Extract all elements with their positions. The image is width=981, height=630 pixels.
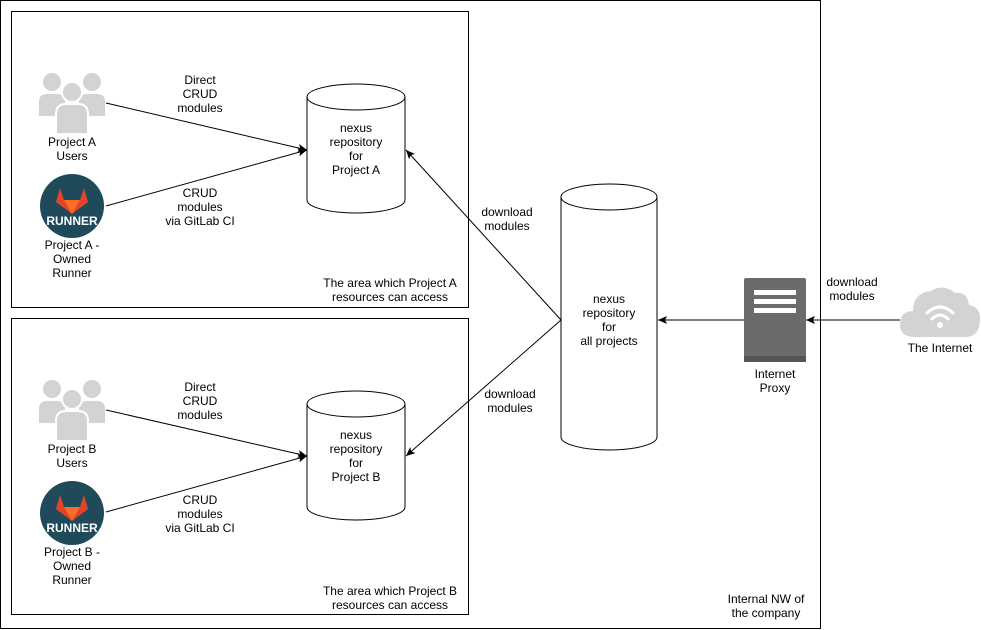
internet-proxy-label: Internet Proxy <box>754 367 796 395</box>
central-repo-cylinder <box>560 183 658 451</box>
project-b-direct-crud-label: Direct CRUD modules <box>177 380 223 422</box>
edge-central-to-b <box>405 319 562 457</box>
edge-a-runner-to-repo <box>105 148 308 207</box>
project-a-area-caption: The area which Project A resources can a… <box>323 276 457 304</box>
internal-network-boundary <box>0 0 821 629</box>
runner-badge-text: RUNNER <box>46 521 98 535</box>
project-a-repo-label: nexus repository for Project A <box>329 121 383 177</box>
edge-central-to-a <box>405 149 562 321</box>
users-group-icon <box>39 380 105 441</box>
server-icon <box>744 278 806 362</box>
gitlab-runner-icon: RUNNER <box>40 174 104 238</box>
project-b-area <box>11 318 469 615</box>
project-a-direct-crud-label: Direct CRUD modules <box>177 73 223 115</box>
project-b-area-caption: The area which Project B resources can a… <box>322 584 458 612</box>
wifi-cloud-icon <box>899 287 981 337</box>
download-to-a-label: download modules <box>481 205 533 233</box>
project-b-users-label: Project B Users <box>47 442 97 470</box>
project-a-runner-label: Project A - Owned Runner <box>44 238 100 280</box>
users-group-icon <box>39 73 105 134</box>
project-b-repo-cylinder <box>306 390 406 521</box>
download-from-internet-label: download modules <box>826 275 878 303</box>
edge-a-users-to-repo <box>105 102 308 152</box>
edge-b-runner-to-repo <box>105 454 308 513</box>
project-a-area <box>11 11 469 308</box>
project-b-runner-label: Project B - Owned Runner <box>43 545 100 587</box>
project-a-users-label: Project A Users <box>47 135 97 163</box>
edge-b-users-to-repo <box>105 409 308 458</box>
runner-badge-text: RUNNER <box>46 214 98 228</box>
gitlab-runner-icon: RUNNER <box>40 481 104 545</box>
project-a-repo-cylinder <box>306 83 406 214</box>
project-b-repo-label: nexus repository for Project B <box>329 428 383 484</box>
internet-label: The Internet <box>907 341 973 355</box>
download-to-b-label: download modules <box>484 387 536 415</box>
project-a-ci-crud-label: CRUD modules via GitLab CI <box>165 186 235 228</box>
central-repo-label: nexus repository for all projects <box>580 292 638 348</box>
internal-network-caption: Internal NW of the company <box>727 592 805 620</box>
project-b-ci-crud-label: CRUD modules via GitLab CI <box>165 493 235 535</box>
